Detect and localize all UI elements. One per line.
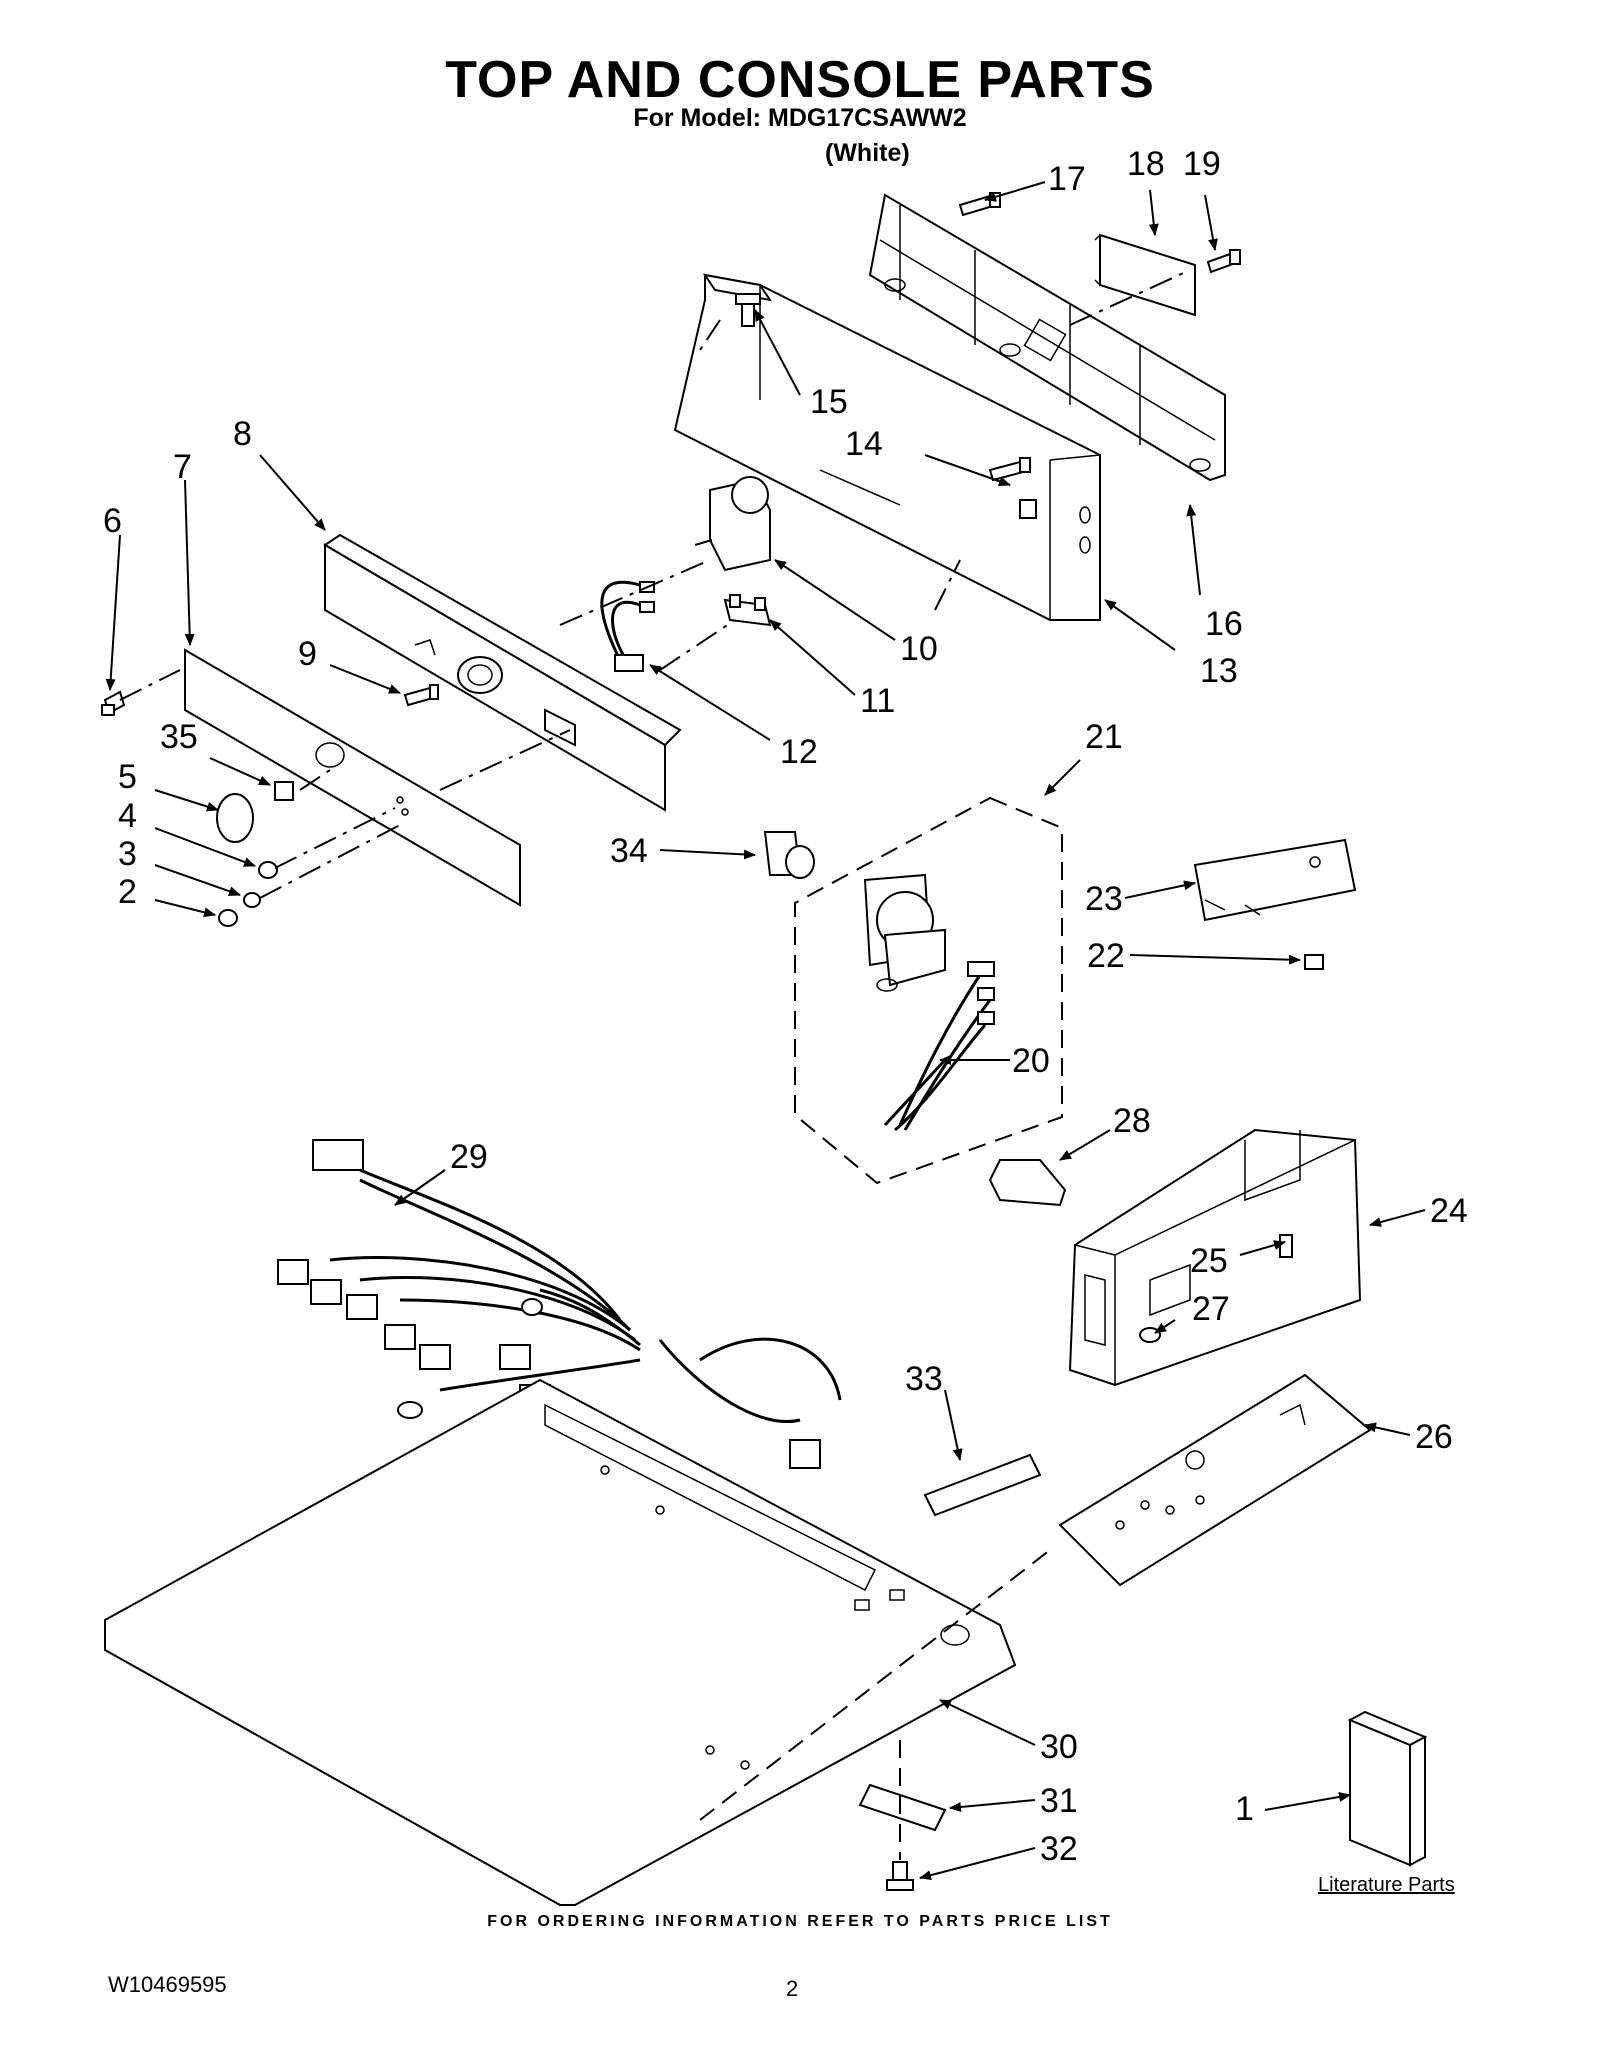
callout-22: 22 bbox=[1087, 937, 1125, 975]
callout-2: 2 bbox=[118, 873, 137, 911]
console-panel-part bbox=[323, 533, 682, 812]
screw-32-part bbox=[886, 1861, 914, 1891]
callout-10: 10 bbox=[900, 630, 938, 668]
top-panel-part bbox=[104, 1378, 1017, 1906]
callout-24: 24 bbox=[1430, 1192, 1468, 1230]
callout-31: 31 bbox=[1040, 1782, 1078, 1820]
bracket-28-part bbox=[988, 1159, 1067, 1207]
callout-5: 5 bbox=[118, 758, 137, 796]
callout-14: 14 bbox=[845, 425, 883, 463]
callout-7: 7 bbox=[173, 448, 192, 486]
clip-part bbox=[1019, 499, 1037, 519]
screw-25-part bbox=[1279, 1234, 1293, 1258]
callout-33: 33 bbox=[905, 1360, 943, 1398]
selector-knob-part bbox=[763, 831, 815, 879]
callout-8: 8 bbox=[233, 415, 252, 453]
callout-12: 12 bbox=[780, 733, 818, 771]
knob-5-part bbox=[216, 793, 254, 843]
callout-6: 6 bbox=[103, 502, 122, 540]
callout-17: 17 bbox=[1048, 160, 1086, 198]
callout-25: 25 bbox=[1190, 1242, 1228, 1280]
callout-3: 3 bbox=[118, 835, 137, 873]
screw-19-part bbox=[1206, 249, 1241, 274]
control-box-part bbox=[1068, 1128, 1362, 1387]
literature-parts-label: Literature Parts bbox=[1318, 1874, 1455, 1896]
bushing-35-part bbox=[274, 781, 294, 801]
callout-34: 34 bbox=[610, 832, 648, 870]
nut-27-part bbox=[1139, 1327, 1161, 1343]
clip-22-part bbox=[1304, 954, 1324, 970]
cycle-switch-part bbox=[863, 873, 946, 992]
switch-part bbox=[723, 594, 772, 627]
callout-27: 27 bbox=[1192, 1290, 1230, 1328]
callout-23: 23 bbox=[1085, 880, 1123, 918]
screw-9-part bbox=[403, 684, 439, 707]
control-panel-part bbox=[184, 648, 521, 907]
callout-1: 1 bbox=[1235, 1790, 1254, 1828]
document-number: W10469595 bbox=[108, 1972, 227, 1997]
button-4-part bbox=[258, 861, 278, 879]
callout-19: 19 bbox=[1183, 145, 1221, 183]
literature-part bbox=[1347, 1710, 1428, 1867]
ordering-note: FOR ORDERING INFORMATION REFER TO PARTS … bbox=[487, 1913, 1113, 1930]
bracket-18-part bbox=[1094, 233, 1196, 317]
spring-3-part bbox=[243, 892, 261, 908]
main-harness-part bbox=[277, 1139, 842, 1469]
insulator-26-part bbox=[1058, 1373, 1372, 1587]
callout-arrows bbox=[105, 181, 1426, 1881]
screw-6-part bbox=[101, 690, 126, 716]
callout-20: 20 bbox=[1012, 1042, 1050, 1080]
nut-2-part bbox=[218, 909, 238, 927]
page-number: 2 bbox=[786, 1976, 799, 2001]
callout-26: 26 bbox=[1415, 1418, 1453, 1456]
page-title: TOP AND CONSOLE PARTS bbox=[445, 51, 1155, 109]
callout-4: 4 bbox=[118, 797, 137, 835]
callout-28: 28 bbox=[1113, 1102, 1151, 1140]
callout-35: 35 bbox=[160, 718, 198, 756]
harness-20-part bbox=[883, 961, 995, 1132]
timer-part bbox=[694, 476, 771, 572]
model-line: For Model: MDG17CSAWW2 bbox=[633, 104, 967, 132]
screw-14-part bbox=[988, 457, 1031, 482]
label-33-part bbox=[923, 1453, 1042, 1517]
model-color: (White) bbox=[825, 139, 910, 167]
rear-bracket-part bbox=[868, 193, 1226, 482]
callout-9: 9 bbox=[298, 635, 317, 673]
callout-15: 15 bbox=[810, 383, 848, 421]
callout-11: 11 bbox=[860, 682, 895, 720]
callout-16: 16 bbox=[1205, 605, 1243, 643]
callout-29: 29 bbox=[450, 1138, 488, 1176]
screw-15-part bbox=[735, 293, 761, 327]
cover-23-part bbox=[1193, 838, 1357, 922]
callout-32: 32 bbox=[1040, 1830, 1078, 1868]
callout-30: 30 bbox=[1040, 1728, 1078, 1766]
callout-21: 21 bbox=[1085, 718, 1123, 756]
callout-18: 18 bbox=[1127, 145, 1165, 183]
callout-13: 13 bbox=[1200, 652, 1238, 690]
assembly-21-box bbox=[794, 796, 1063, 1185]
small-harness-part bbox=[600, 580, 655, 672]
top-to-insulator-line bbox=[699, 1549, 1051, 1821]
bracket-31-part bbox=[858, 1783, 947, 1832]
